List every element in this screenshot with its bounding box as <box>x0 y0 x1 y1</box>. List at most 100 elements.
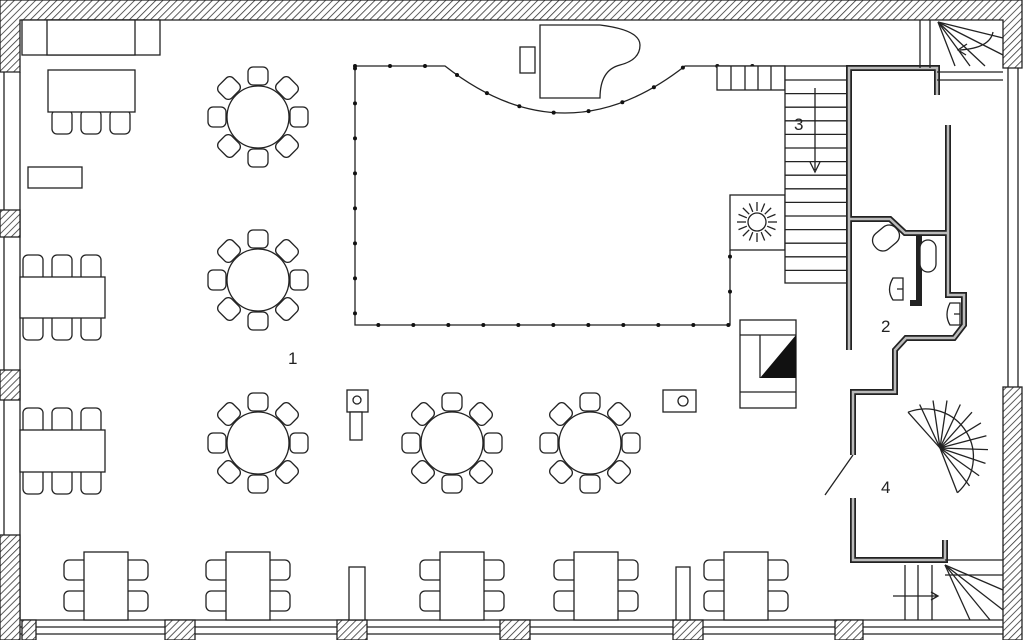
grand-piano <box>519 24 641 99</box>
stage-edge-dot <box>728 289 732 294</box>
staircase-3 <box>716 65 849 284</box>
chair <box>289 432 309 454</box>
stage-edge-dot <box>376 323 381 327</box>
chair <box>274 133 300 159</box>
chair <box>216 459 242 485</box>
chair <box>216 133 242 159</box>
round-table-set <box>207 66 309 168</box>
chair <box>410 459 436 485</box>
stage-edge-dot <box>621 323 626 327</box>
corner-stairs <box>904 21 1004 621</box>
restroom-fixtures <box>871 224 961 326</box>
chair <box>216 75 242 101</box>
toilet <box>919 239 937 273</box>
stage-edge-dot <box>728 254 732 259</box>
stage-edge-dot <box>551 110 556 115</box>
spiral-step <box>939 422 982 449</box>
chair <box>410 401 436 427</box>
round-table <box>420 411 484 475</box>
chair <box>216 238 242 264</box>
chair <box>274 401 300 427</box>
table <box>47 69 136 113</box>
chair <box>606 459 632 485</box>
chair <box>274 238 300 264</box>
chair <box>621 432 641 454</box>
stage-edge-dot <box>680 65 685 70</box>
stage-edge-dot <box>353 66 357 71</box>
room-label-1: 1 <box>288 349 297 368</box>
chair <box>401 432 421 454</box>
stage-edge-dot <box>551 323 556 327</box>
table <box>19 276 106 319</box>
sun-icon <box>737 202 777 242</box>
lamp-stand <box>346 389 369 413</box>
stage-edge-dot <box>586 109 591 114</box>
interior-walls <box>824 20 1003 576</box>
chair <box>216 401 242 427</box>
chair <box>216 296 242 322</box>
table <box>83 551 129 621</box>
stage-edge-dot <box>517 104 522 109</box>
spiral-step <box>939 447 958 493</box>
table <box>225 551 271 621</box>
column <box>675 566 691 621</box>
stage-edge-dot <box>353 311 357 316</box>
sink <box>888 277 904 301</box>
chair <box>247 229 269 249</box>
chair <box>247 311 269 331</box>
stage-edge-dot <box>455 72 460 77</box>
spiral-step <box>939 447 971 487</box>
table <box>573 551 619 621</box>
spiral-step <box>939 435 987 449</box>
spiral-step <box>932 400 941 449</box>
chair <box>274 459 300 485</box>
chair <box>289 106 309 128</box>
stage-edge-dot <box>446 323 451 327</box>
stage-edge-dot <box>481 323 486 327</box>
spiral-step <box>919 404 941 449</box>
stage-edge-dot <box>353 276 357 281</box>
stage-edge-dot <box>656 323 661 327</box>
chair <box>207 269 227 291</box>
round-table-set <box>207 229 309 331</box>
chair <box>289 269 309 291</box>
room-label-3: 3 <box>794 115 803 134</box>
chair <box>468 459 494 485</box>
chair <box>247 148 269 168</box>
arrow-curved-icon <box>956 31 994 56</box>
round-table-set <box>401 392 503 494</box>
armchair <box>739 319 797 409</box>
chair <box>207 432 227 454</box>
chair <box>274 75 300 101</box>
stage-edge-dot <box>411 323 416 327</box>
chair <box>109 109 131 135</box>
table <box>439 551 485 621</box>
round-table <box>558 411 622 475</box>
stage-edge-dot <box>353 136 357 141</box>
chair <box>441 392 463 412</box>
stage-edge-dot <box>620 100 625 105</box>
stage-edge-dot <box>651 85 656 90</box>
spiral-step <box>939 411 973 449</box>
stage-edge-dot <box>353 241 357 246</box>
table <box>19 429 106 473</box>
stage-edge-dot <box>388 64 392 68</box>
chair <box>441 474 463 494</box>
stage-edge-dot <box>353 171 357 176</box>
chair <box>207 106 227 128</box>
chair <box>548 401 574 427</box>
stage-edge-dot <box>586 323 591 327</box>
speaker <box>662 389 697 413</box>
chair <box>247 474 269 494</box>
stage-edge-dot <box>726 323 731 327</box>
spiral-step <box>939 404 961 449</box>
room-label-4: 4 <box>881 478 890 497</box>
chair <box>80 109 102 135</box>
table <box>723 551 769 621</box>
sink <box>946 302 961 326</box>
column <box>348 566 366 621</box>
toilet <box>871 224 901 252</box>
round-table-set <box>539 392 641 494</box>
